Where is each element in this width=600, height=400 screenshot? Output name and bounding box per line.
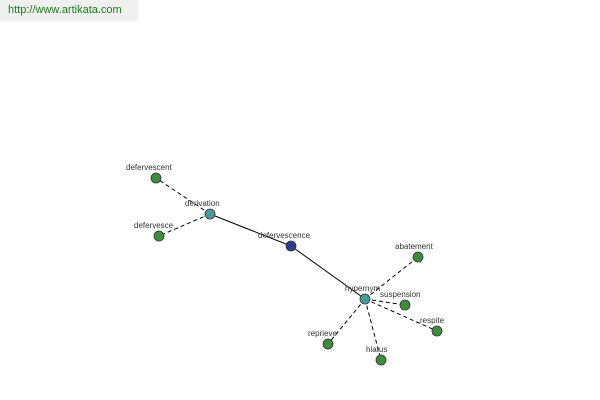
- node-reprieve[interactable]: [322, 338, 334, 350]
- label-derivation[interactable]: derivation: [185, 199, 220, 208]
- node-defervescence[interactable]: [285, 240, 297, 252]
- edge-hypernym-reprieve: [327, 298, 366, 345]
- label-defervescent[interactable]: defervescent: [126, 163, 173, 172]
- edge-derivation-defervescent: [155, 177, 211, 215]
- edge-hypernym-hiatus: [364, 298, 382, 361]
- label-defervesce[interactable]: defervesce: [134, 221, 174, 230]
- edge-hypernym-respite: [364, 298, 438, 332]
- label-reprieve[interactable]: reprieve: [308, 329, 337, 338]
- node-defervesce[interactable]: [153, 230, 165, 242]
- node-hypernym[interactable]: [359, 293, 371, 305]
- nodes-layer: [150, 172, 443, 366]
- edge-derivation-defervesce: [158, 213, 211, 237]
- node-hiatus[interactable]: [375, 354, 387, 366]
- node-respite[interactable]: [431, 325, 443, 337]
- label-hiatus[interactable]: hiatus: [366, 345, 387, 354]
- labels-layer: defervescence derivation hypernym defervesc…: [126, 163, 445, 354]
- label-suspension[interactable]: suspension: [380, 290, 420, 299]
- edge-defervescence-hypernym: [290, 245, 366, 300]
- node-derivation[interactable]: [204, 208, 216, 220]
- edge-hypernym-suspension: [364, 298, 406, 306]
- node-defervescent[interactable]: [150, 172, 162, 184]
- label-defervescence[interactable]: defervescence: [258, 231, 311, 240]
- node-suspension[interactable]: [399, 299, 411, 311]
- label-abatement[interactable]: abatement: [395, 242, 434, 251]
- edge-defervescence-derivation: [209, 213, 292, 247]
- edges-layer: [155, 177, 438, 361]
- edge-hypernym-abatement: [364, 256, 419, 300]
- label-hypernym[interactable]: hypernym: [345, 284, 380, 293]
- node-abatement[interactable]: [412, 251, 424, 263]
- label-respite[interactable]: respite: [420, 316, 445, 325]
- watermark-url: http://www.artikata.com: [0, 0, 138, 21]
